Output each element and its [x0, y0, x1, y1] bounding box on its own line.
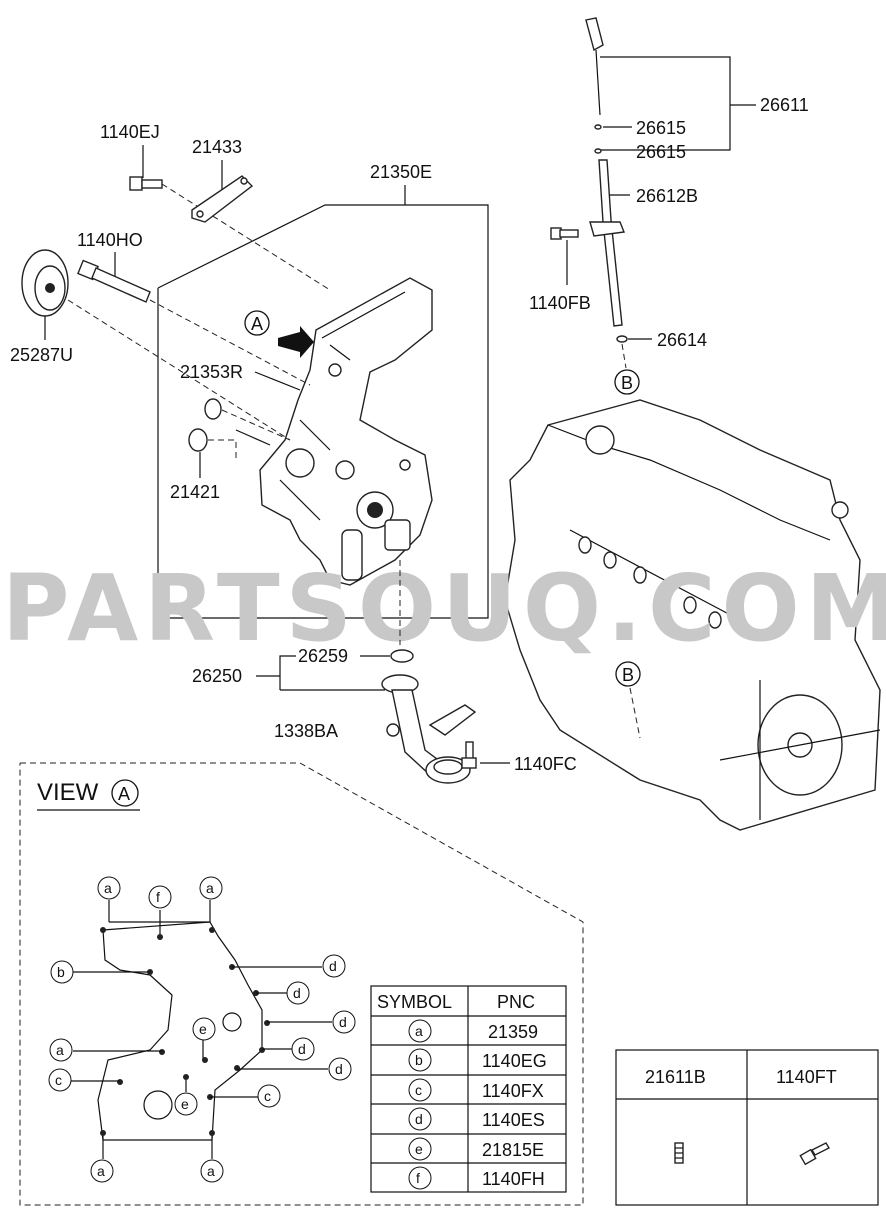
table-header-symbol: SYMBOL — [377, 992, 452, 1012]
view-a-ref: A — [118, 784, 130, 804]
dipstick-tube-26612B[interactable] — [589, 159, 625, 327]
bolt-1140FB[interactable] — [550, 227, 579, 240]
oring-26615-upper[interactable] — [594, 124, 602, 130]
svg-text:b: b — [57, 964, 65, 980]
plate-21433[interactable] — [191, 175, 254, 223]
view-a-title: VIEW — [37, 779, 99, 806]
svg-text:a: a — [206, 880, 214, 896]
table-symbol: e — [415, 1141, 423, 1157]
svg-text:c: c — [55, 1072, 62, 1088]
oil-strainer-26250[interactable] — [381, 674, 477, 784]
timing-cover[interactable] — [259, 277, 433, 586]
label-21433[interactable]: 21433 — [192, 137, 242, 157]
label-1140EJ[interactable]: 1140EJ — [100, 122, 160, 142]
gasket-26259[interactable] — [390, 649, 414, 663]
oring-26614[interactable] — [616, 335, 628, 343]
extra-col-1140FT[interactable]: 1140FT — [776, 1067, 837, 1087]
table-symbol: a — [415, 1023, 423, 1039]
extra-parts-table: 21611B 1140FT — [615, 1049, 879, 1206]
seal-21353R[interactable] — [204, 398, 222, 420]
bolt-1140EJ[interactable] — [129, 176, 163, 191]
view-a-arrow — [278, 326, 314, 358]
label-26612B[interactable]: 26612B — [636, 186, 698, 206]
svg-text:a: a — [207, 1163, 215, 1179]
svg-text:e: e — [181, 1096, 189, 1112]
table-pnc: 1140FX — [482, 1081, 544, 1101]
svg-text:d: d — [335, 1061, 343, 1077]
table-symbol: f — [416, 1170, 420, 1186]
label-26259[interactable]: 26259 — [298, 646, 348, 666]
label-26250[interactable]: 26250 — [192, 666, 242, 686]
label-26611[interactable]: 26611 — [760, 95, 809, 115]
svg-text:f: f — [156, 889, 160, 905]
seal-21421[interactable] — [188, 428, 208, 452]
extra-col-21611B[interactable]: 21611B — [645, 1067, 706, 1087]
engine-block[interactable] — [504, 399, 881, 831]
label-1140FB[interactable]: 1140FB — [529, 293, 591, 313]
view-a-callouts: a f a b d d d d d e e a c c a a — [48, 876, 356, 1183]
bolt-1140HO[interactable] — [77, 259, 151, 303]
svg-text:d: d — [339, 1014, 347, 1030]
label-1140FC[interactable]: 1140FC — [514, 754, 577, 774]
svg-text:d: d — [293, 985, 301, 1001]
label-25287U[interactable]: 25287U — [10, 345, 73, 365]
label-21421[interactable]: 21421 — [170, 482, 220, 502]
table-symbol: d — [415, 1111, 423, 1127]
marker-a-circle — [244, 310, 270, 336]
dipstick-26611[interactable] — [585, 17, 604, 116]
label-21353R[interactable]: 21353R — [180, 362, 243, 382]
bolt-1140FC[interactable] — [461, 741, 477, 769]
marker-b-lower: B — [622, 665, 634, 685]
table-symbol: c — [415, 1082, 422, 1098]
label-1140HO[interactable]: 1140HO — [77, 230, 143, 250]
table-pnc: 21815E — [482, 1140, 544, 1160]
stud-21611B-icon — [674, 1142, 684, 1164]
view-a-panel — [19, 762, 584, 1206]
pulley-25287U[interactable] — [21, 249, 69, 317]
bolt-1140FT-icon — [799, 1142, 830, 1166]
svg-text:d: d — [298, 1041, 306, 1057]
svg-text:e: e — [199, 1021, 207, 1037]
svg-text:a: a — [104, 880, 112, 896]
svg-text:c: c — [264, 1088, 271, 1104]
table-pnc: 1140FH — [482, 1169, 545, 1189]
marker-b-upper: B — [621, 373, 633, 393]
label-1338BA[interactable]: 1338BA — [274, 721, 338, 741]
symbol-table: SYMBOL PNC a 21359 b 1140EG c 1140FX d 1… — [370, 985, 567, 1193]
svg-text:d: d — [329, 958, 337, 974]
table-symbol: b — [415, 1052, 423, 1068]
svg-text:a: a — [97, 1163, 105, 1179]
marker-b-upper-circle — [614, 369, 640, 395]
marker-b-lower-circle — [615, 661, 641, 687]
table-header-pnc: PNC — [497, 992, 535, 1012]
oring-26615-lower[interactable] — [594, 148, 602, 154]
label-26615-upper[interactable]: 26615 — [636, 118, 686, 138]
marker-a: A — [251, 314, 263, 334]
svg-text:a: a — [56, 1042, 64, 1058]
table-pnc: 21359 — [488, 1022, 538, 1042]
group-box-21350E — [157, 204, 489, 619]
table-pnc: 1140ES — [482, 1110, 545, 1130]
bolt-1338BA[interactable] — [386, 723, 400, 737]
label-26615-lower[interactable]: 26615 — [636, 142, 686, 162]
label-26614[interactable]: 26614 — [657, 330, 707, 350]
watermark: PARTSOUQ.COM — [2, 555, 886, 662]
table-pnc: 1140EG — [482, 1051, 547, 1071]
label-21350E[interactable]: 21350E — [370, 162, 432, 182]
